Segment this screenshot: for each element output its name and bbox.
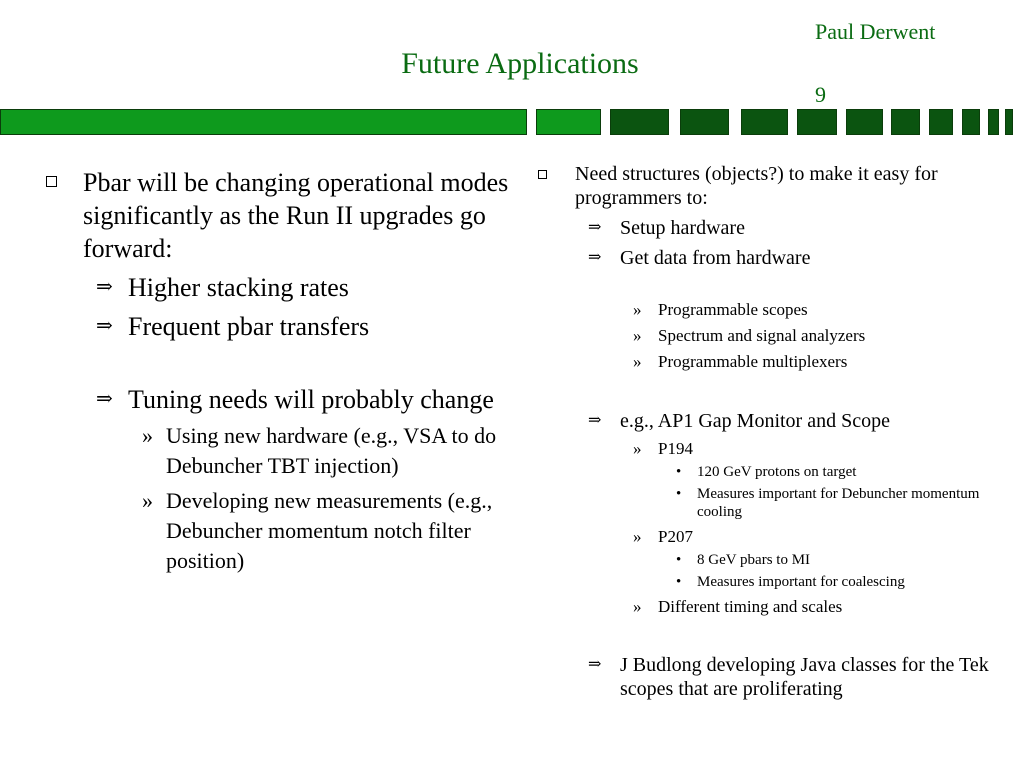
list-item: » Programmable scopes <box>538 300 1008 320</box>
double-arrow-icon: ⇒ <box>96 315 113 337</box>
list-item: » Different timing and scales <box>538 597 1008 617</box>
bar-segment <box>846 109 883 135</box>
dot-bullet-icon: • <box>676 486 682 502</box>
author-name: Paul Derwent <box>815 19 936 44</box>
bar-segment <box>741 109 788 135</box>
list-item: Pbar will be changing operational modes … <box>46 166 516 265</box>
bar-segment <box>0 109 527 135</box>
list-item: ⇒ Frequent pbar transfers <box>46 310 516 343</box>
guillemet-bullet-icon: » <box>633 439 642 458</box>
list-item: Need structures (objects?) to make it ea… <box>538 162 1008 210</box>
dot-bullet-icon: • <box>676 552 682 568</box>
list-item: • Measures important for coalescing <box>538 573 1008 591</box>
list-item: » Using new hardware (e.g., VSA to do De… <box>46 421 516 481</box>
square-bullet-icon <box>538 170 547 179</box>
bar-segment <box>536 109 601 135</box>
bullet-text: J Budlong developing Java classes for th… <box>620 654 989 700</box>
bullet-text: Tuning needs will probably change <box>128 385 494 414</box>
bullet-text: Programmable multiplexers <box>658 352 848 371</box>
left-bullet-list: Pbar will be changing operational modes … <box>46 166 516 576</box>
right-bullet-list: Need structures (objects?) to make it ea… <box>538 162 1008 701</box>
decorative-bar-strip <box>0 109 1024 135</box>
guillemet-bullet-icon: » <box>142 488 153 513</box>
slide-title: Future Applications <box>401 47 639 80</box>
square-bullet-icon <box>46 176 57 187</box>
bar-segment <box>988 109 999 135</box>
bullet-text: Programmable scopes <box>658 300 808 319</box>
bullet-text: Developing new measurements (e.g., Debun… <box>166 488 493 573</box>
double-arrow-icon: ⇒ <box>588 219 602 236</box>
bar-segment <box>891 109 920 135</box>
list-item: » Spectrum and signal analyzers <box>538 326 1008 346</box>
bar-segment <box>680 109 729 135</box>
bullet-text: Get data from hardware <box>620 247 811 269</box>
bar-segment <box>962 109 980 135</box>
list-item: ⇒ J Budlong developing Java classes for … <box>538 653 1008 701</box>
bullet-text: Higher stacking rates <box>128 273 349 302</box>
page-number: 9 <box>815 82 826 107</box>
bar-segment <box>929 109 953 135</box>
double-arrow-icon: ⇒ <box>588 249 602 266</box>
bullet-text: 8 GeV pbars to MI <box>697 552 811 568</box>
bullet-text: P194 <box>658 439 693 458</box>
bullet-text: Frequent pbar transfers <box>128 312 370 341</box>
guillemet-bullet-icon: » <box>633 300 642 319</box>
dot-bullet-icon: • <box>676 574 682 590</box>
guillemet-bullet-icon: » <box>633 352 642 371</box>
list-item: ⇒ e.g., AP1 Gap Monitor and Scope <box>538 409 1008 433</box>
bullet-text: e.g., AP1 Gap Monitor and Scope <box>620 410 890 432</box>
bar-segment <box>610 109 669 135</box>
guillemet-bullet-icon: » <box>142 423 153 448</box>
dot-bullet-icon: • <box>676 464 682 480</box>
bullet-text: Need structures (objects?) to make it ea… <box>575 163 938 209</box>
bullet-text: Measures important for Debuncher momentu… <box>697 486 980 520</box>
bar-segment <box>797 109 837 135</box>
list-item: ⇒ Setup hardware <box>538 216 1008 240</box>
list-item: » P207 <box>538 527 1008 547</box>
list-item: • Measures important for Debuncher momen… <box>538 485 1008 521</box>
guillemet-bullet-icon: » <box>633 597 642 616</box>
bar-segment <box>1005 109 1013 135</box>
bullet-text: Setup hardware <box>620 217 745 239</box>
list-item: » P194 <box>538 439 1008 459</box>
double-arrow-icon: ⇒ <box>588 412 602 429</box>
guillemet-bullet-icon: » <box>633 527 642 546</box>
double-arrow-icon: ⇒ <box>588 656 602 673</box>
bullet-text: 120 GeV protons on target <box>697 464 857 480</box>
double-arrow-icon: ⇒ <box>96 276 113 298</box>
guillemet-bullet-icon: » <box>633 326 642 345</box>
double-arrow-icon: ⇒ <box>96 388 113 410</box>
bullet-text: Different timing and scales <box>658 597 843 616</box>
bullet-text: Measures important for coalescing <box>697 574 905 590</box>
list-item: • 8 GeV pbars to MI <box>538 551 1008 569</box>
list-item: » Programmable multiplexers <box>538 352 1008 372</box>
bullet-text: Using new hardware (e.g., VSA to do Debu… <box>166 423 497 478</box>
bullet-text: Pbar will be changing operational modes … <box>83 168 509 263</box>
list-item: ⇒ Tuning needs will probably change <box>46 383 516 416</box>
list-item: ⇒ Higher stacking rates <box>46 271 516 304</box>
list-item: ⇒ Get data from hardware <box>538 246 1008 270</box>
list-item: • 120 GeV protons on target <box>538 463 1008 481</box>
bullet-text: P207 <box>658 527 693 546</box>
bullet-text: Spectrum and signal analyzers <box>658 326 866 345</box>
list-item: » Developing new measurements (e.g., Deb… <box>46 486 516 576</box>
